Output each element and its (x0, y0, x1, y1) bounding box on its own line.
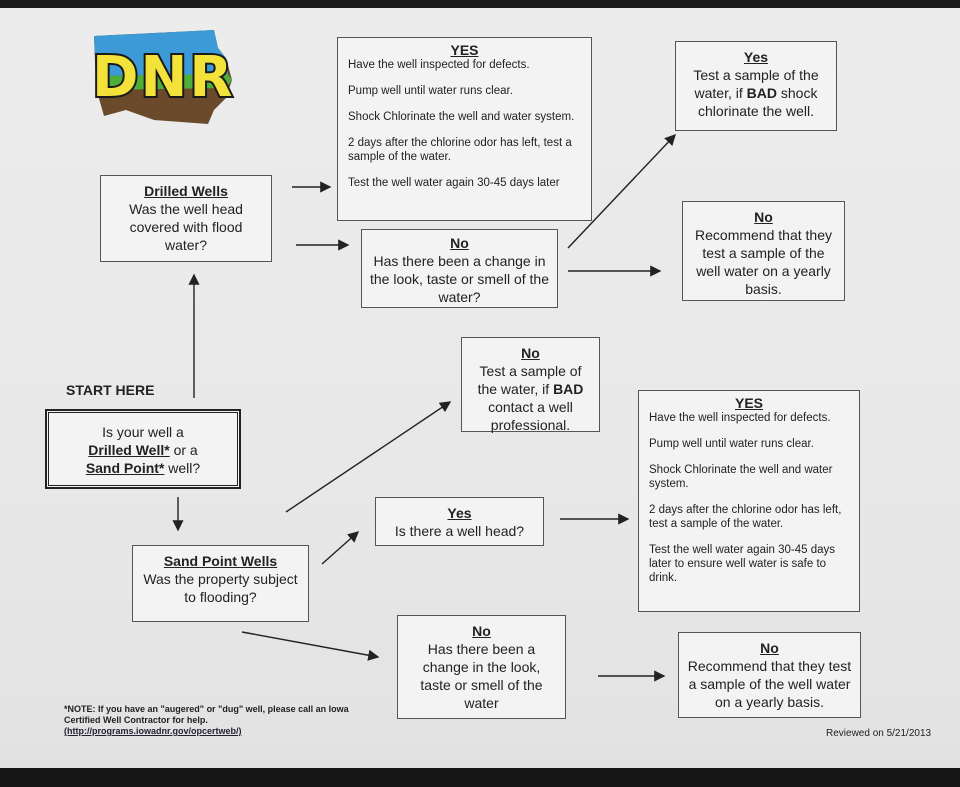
sand-head-no-text-b: contact a well professional. (488, 399, 573, 433)
drilled-no-yes-box: Yes Test a sample of the water, if BAD s… (675, 41, 837, 131)
start-box: Is your well a Drilled Well* or a Sand P… (45, 409, 241, 489)
drilled-yes-step: Have the well inspected for defects. (348, 59, 530, 71)
start-line1: Is your well a (102, 424, 184, 440)
sand-head-no-title: No (521, 345, 540, 361)
sand-wells-title: Sand Point Wells (163, 553, 278, 569)
sand-no-box: No Has there been a change in the look, … (397, 615, 566, 719)
sand-head-no-box: No Test a sample of the water, if BAD co… (461, 337, 600, 433)
drilled-yes-title: YES (450, 42, 479, 58)
sand-wells-box: Sand Point Wells Was the property subjec… (132, 545, 309, 622)
bad-label: BAD (746, 85, 777, 101)
drilled-no-yes-text-a: Test a sample of the water, if (693, 67, 819, 101)
arrow-sand-to-headno (285, 401, 452, 513)
drilled-no-no-title: No (754, 209, 773, 225)
sand-head-no-text-a: Test a sample of the water, if (477, 363, 582, 397)
drilled-yes-step: Test the well water again 30-45 days lat… (348, 177, 560, 189)
sand-yes-title: Yes (447, 505, 472, 521)
drilled-no-box: No Has there been a change in the look, … (361, 229, 558, 308)
start-or: or a (169, 442, 198, 458)
sand-head-yes-title: YES (734, 395, 763, 411)
drilled-wells-box: Drilled Wells Was the well head covered … (100, 175, 272, 262)
arrow-no-to-yes (567, 133, 676, 249)
drilled-yes-step: Pump well until water runs clear. (348, 85, 513, 97)
start-well: well? (164, 460, 201, 476)
sand-no-no-text: Recommend that they test a sample of the… (687, 658, 852, 710)
sand-head-yes-step: Pump well until water runs clear. (649, 438, 814, 450)
sand-no-no-box: No Recommend that they test a sample of … (678, 632, 861, 718)
sand-no-no-title: No (760, 640, 779, 656)
footnote-link[interactable]: (http://programs.iowadnr.gov/opcertweb/) (64, 726, 242, 736)
sand-no-question: Has there been a change in the look, tas… (420, 641, 543, 711)
drilled-yes-step: Shock Chlorinate the well and water syst… (348, 111, 575, 123)
start-sand-label: Sand Point* (85, 460, 165, 476)
sand-head-yes-box: YES Have the well inspected for defects.… (638, 390, 860, 612)
drilled-wells-question: Was the well head covered with flood wat… (129, 201, 243, 253)
arrow-sand-to-no (241, 631, 380, 661)
drilled-yes-step: 2 days after the chlorine odor has left,… (348, 137, 572, 163)
drilled-no-yes-title: Yes (743, 49, 769, 65)
sand-yes-question: Is there a well head? (394, 523, 525, 539)
drilled-no-no-box: No Recommend that they test a sample of … (682, 201, 845, 301)
logo-text: DNR (92, 45, 234, 110)
drilled-yes-box: YES Have the well inspected for defects.… (337, 37, 592, 221)
start-here-label: START HERE (66, 382, 155, 398)
drilled-no-question: Has there been a change in the look, tas… (370, 253, 549, 305)
start-drilled-label: Drilled Well* (88, 442, 170, 458)
dnr-logo: DNR (90, 30, 234, 124)
drilled-wells-title: Drilled Wells (144, 183, 228, 199)
sand-head-yes-step: 2 days after the chlorine odor has left,… (649, 504, 842, 530)
sand-no-title: No (472, 623, 491, 639)
sand-head-yes-step: Have the well inspected for defects. (649, 412, 831, 424)
footnote: *NOTE: If you have an "augered" or "dug"… (64, 704, 384, 737)
top-border (0, 0, 960, 10)
sand-yes-box: Yes Is there a well head? (375, 497, 544, 546)
sand-wells-question: Was the property subject to flooding? (143, 571, 298, 605)
sand-head-yes-step: Shock Chlorinate the well and water syst… (649, 464, 833, 490)
footnote-text: *NOTE: If you have an "augered" or "dug"… (64, 704, 349, 725)
drilled-no-no-text: Recommend that they test a sample of the… (695, 227, 832, 297)
bad-label: BAD (553, 381, 584, 397)
bottom-border (0, 768, 960, 787)
drilled-no-title: No (450, 235, 469, 251)
reviewed-date: Reviewed on 5/21/2013 (826, 728, 932, 739)
sand-head-yes-step: Test the well water again 30-45 days lat… (649, 544, 836, 584)
drilled-no-yes-text-b: shock chlorinate the well. (698, 85, 818, 119)
arrow-sand-to-yes (321, 531, 360, 565)
